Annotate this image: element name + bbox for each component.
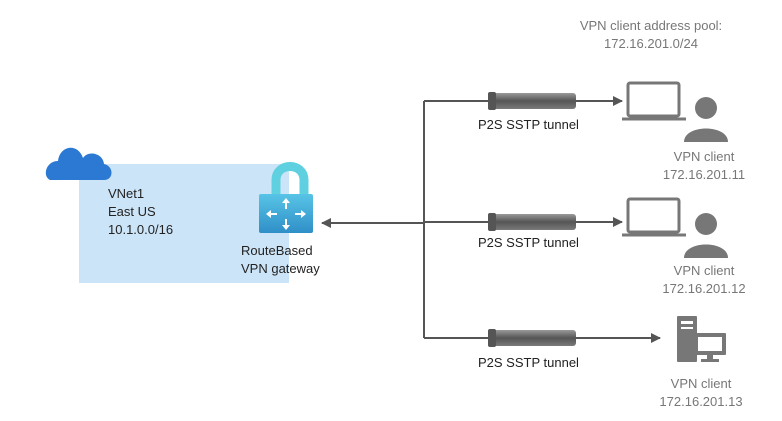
vnet-address-space: 10.1.0.0/16 (108, 222, 174, 237)
tunnel-label-2: P2S SSTP tunnel (478, 235, 579, 250)
user-icon-1 (684, 97, 728, 142)
laptop-icon-1 (622, 81, 686, 121)
lock-icon (259, 162, 313, 233)
vnet-region: East US (108, 204, 156, 219)
gateway-type: RouteBased (241, 243, 313, 258)
tunnel-pipe-2 (488, 213, 576, 231)
client-label-1: VPN client (673, 149, 735, 164)
tunnel-label-1: P2S SSTP tunnel (478, 117, 579, 132)
tunnel-pipe-1 (488, 92, 576, 110)
tunnel-pipe-3 (488, 329, 576, 347)
client-ip-1: 172.16.201.11 (662, 167, 746, 182)
client-label-2: VPN client (673, 263, 735, 278)
client-ip-3: 172.16.201.13 (659, 394, 743, 409)
client-ip-2: 172.16.201.12 (662, 281, 746, 296)
user-icon-2 (684, 213, 728, 258)
pool-range: 172.16.201.0/24 (604, 36, 698, 51)
pool-label: VPN client address pool: (579, 18, 723, 33)
vnet-name: VNet1 (108, 186, 145, 201)
vnet-area (79, 164, 289, 283)
tunnel-label-3: P2S SSTP tunnel (478, 355, 579, 370)
client-label-3: VPN client (670, 376, 732, 391)
gateway-label: VPN gateway (241, 261, 320, 276)
desktop-icon-3 (677, 316, 726, 362)
laptop-icon-2 (622, 197, 686, 237)
cloud-icon (45, 147, 112, 180)
